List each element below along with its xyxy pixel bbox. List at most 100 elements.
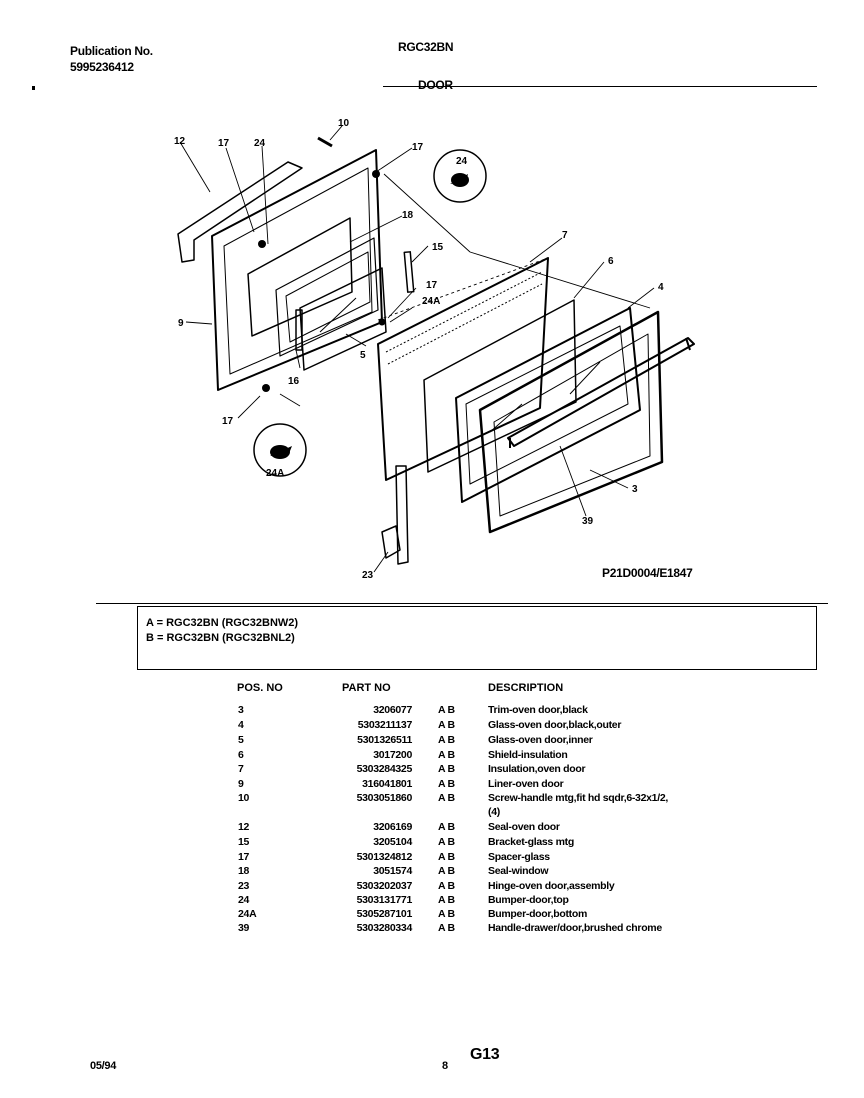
table-row: 6 3017200 A B Shield-insulation bbox=[0, 749, 864, 763]
description-cell: Seal-oven door bbox=[488, 821, 560, 833]
insulation-part bbox=[377, 257, 549, 481]
callout-18: 18 bbox=[402, 210, 414, 221]
pos-cell: 23 bbox=[238, 880, 250, 892]
pos-cell: 5 bbox=[238, 734, 244, 746]
callout-17c: 17 bbox=[426, 280, 438, 291]
callout-12: 12 bbox=[174, 136, 186, 147]
description-cell: Bracket-glass mtg bbox=[488, 836, 574, 848]
description-cell: Glass-oven door,inner bbox=[488, 734, 593, 746]
exploded-door-diagram: 12 17 24 10 17 24 18 15 7 6 4 9 17 24A 5… bbox=[174, 118, 695, 581]
part-number-cell: 5301326511 bbox=[357, 734, 412, 746]
callout-4: 4 bbox=[658, 282, 664, 293]
part-number-cell: 5303131771 bbox=[356, 894, 413, 906]
callout-9: 9 bbox=[178, 318, 184, 329]
models-cell: A B bbox=[438, 763, 455, 775]
section-title: DOOR bbox=[418, 78, 453, 92]
models-cell: A B bbox=[438, 704, 455, 716]
bumper-bottom-detail bbox=[253, 423, 307, 477]
table-row: 5 5301326511 A B Glass-oven door,inner bbox=[0, 734, 864, 748]
part-number-cell: 3017200 bbox=[373, 749, 412, 761]
footer-date: 05/94 bbox=[90, 1060, 117, 1072]
part-number-cell: 3205104 bbox=[373, 836, 412, 848]
bracket-glass-part bbox=[403, 251, 415, 293]
callout-24a-b: 24A bbox=[422, 296, 440, 307]
models-cell: A B bbox=[438, 908, 455, 920]
callout-15: 15 bbox=[432, 242, 444, 253]
pos-cell: 17 bbox=[238, 851, 250, 863]
description-cell: Bumper-door,top bbox=[488, 894, 569, 906]
part-number-cell: 5303202037 bbox=[356, 880, 413, 892]
model-legend-box: A = RGC32BN (RGC32BNW2) B = RGC32BN (RGC… bbox=[137, 606, 817, 670]
description-cell: Spacer-glass bbox=[488, 851, 550, 863]
models-cell: A B bbox=[438, 880, 455, 892]
callout-24b: 24 bbox=[456, 156, 468, 167]
description-cell: Screw-handle mtg,fit hd sqdr,6-32x1/2, bbox=[488, 792, 668, 804]
part-number-cell: 5303211137 bbox=[357, 719, 413, 731]
callout-24a: 24 bbox=[254, 138, 266, 149]
callout-17b: 17 bbox=[412, 142, 424, 153]
pos-cell: 9 bbox=[238, 778, 244, 790]
shield-insulation-part bbox=[423, 299, 577, 473]
pos-cell: 4 bbox=[238, 719, 244, 731]
model-b-line: B = RGC32BN (RGC32BNL2) bbox=[146, 632, 295, 644]
part-number-cell: 5303051860 bbox=[356, 792, 413, 804]
part-number-cell: 3051574 bbox=[373, 865, 412, 877]
pos-cell: 24 bbox=[238, 894, 250, 906]
callout-39: 39 bbox=[582, 516, 594, 527]
seal-oven-door-part bbox=[177, 161, 303, 263]
pos-cell: 10 bbox=[238, 792, 250, 804]
models-cell: A B bbox=[438, 922, 455, 934]
callout-23: 23 bbox=[362, 570, 374, 581]
publication-number: 5995236412 bbox=[70, 60, 134, 74]
pos-cell: 3 bbox=[238, 704, 244, 716]
callout-24a-c: 24A bbox=[266, 468, 284, 479]
pos-cell: 39 bbox=[238, 922, 250, 934]
models-cell: A B bbox=[438, 851, 455, 863]
description-cell: Shield-insulation bbox=[488, 749, 568, 761]
col-header-pos: POS. NO bbox=[237, 682, 283, 694]
table-row: 23 5303202037 A B Hinge-oven door,assembly bbox=[0, 880, 864, 894]
footer-page-number: 8 bbox=[442, 1060, 448, 1072]
callout-7: 7 bbox=[562, 230, 568, 241]
pos-cell: 18 bbox=[238, 865, 250, 877]
col-header-desc: DESCRIPTION bbox=[488, 682, 564, 694]
table-row: (4) bbox=[0, 806, 864, 820]
pos-cell: 6 bbox=[238, 749, 244, 761]
callout-3: 3 bbox=[632, 484, 638, 495]
hinge-part bbox=[395, 465, 409, 565]
models-cell: A B bbox=[438, 778, 455, 790]
model-heading: RGC32BN bbox=[398, 40, 454, 54]
pos-cell: 24A bbox=[238, 908, 257, 920]
part-number-cell: 5301324812 bbox=[356, 851, 413, 863]
description-cell: Hinge-oven door,assembly bbox=[488, 880, 615, 892]
publication-label: Publication No. bbox=[70, 44, 153, 58]
figure-code: P21D0004/E1847 bbox=[602, 566, 693, 580]
models-cell: A B bbox=[438, 865, 455, 877]
part-number-cell: 316041801 bbox=[362, 778, 412, 790]
table-row: 17 5301324812 A B Spacer-glass bbox=[0, 851, 864, 865]
description-cell: Glass-oven door,black,outer bbox=[488, 719, 622, 731]
description-cell: Bumper-door,bottom bbox=[488, 908, 588, 920]
seal-window-part bbox=[275, 237, 379, 357]
models-cell: A B bbox=[438, 734, 455, 746]
inner-glass-part bbox=[299, 267, 387, 371]
models-cell: A B bbox=[438, 749, 455, 761]
trim-part bbox=[478, 310, 664, 534]
outer-glass-part bbox=[455, 307, 641, 503]
title-underline bbox=[383, 86, 817, 87]
part-number-cell: 5303280334 bbox=[356, 922, 413, 934]
models-cell: A B bbox=[438, 836, 455, 848]
callout-16: 16 bbox=[288, 376, 300, 387]
part-number-cell: 3206169 bbox=[373, 821, 412, 833]
